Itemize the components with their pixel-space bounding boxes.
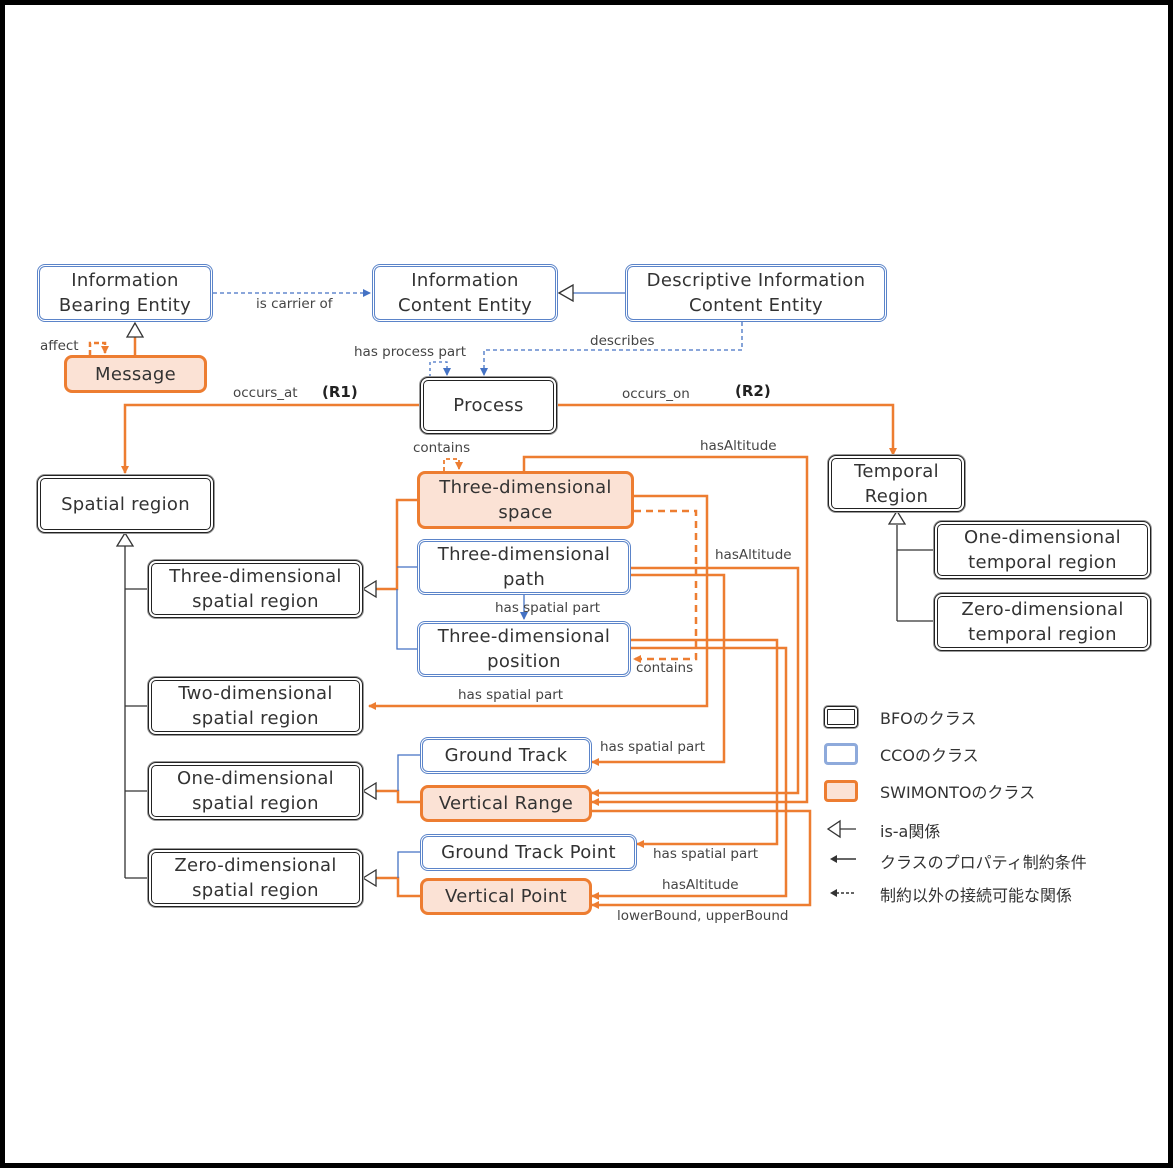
edge-contains-space [443, 458, 463, 471]
label-describes: describes [590, 333, 655, 349]
edge-has-process-part [429, 361, 451, 377]
edge-occurs-at [121, 403, 420, 474]
legend-bfo: BFOのクラス [824, 705, 976, 729]
edge-position-gtp [631, 638, 779, 848]
label-has-spatial-part-ground-track: has spatial part [600, 739, 706, 755]
legend-isa-icon [826, 819, 856, 839]
node-ground-track-point: Ground Track Point [420, 834, 637, 871]
node-information-content-entity: Information Content Entity [372, 264, 558, 322]
node-zero-dim-spatial-region: Zero-dimensional spatial region [148, 849, 363, 907]
legend-other-arrow [830, 889, 837, 897]
node-spatial-region: Spatial region [37, 475, 214, 533]
edge-space-has-altitude [522, 455, 809, 806]
label-has-spatial-part-path: has spatial part [495, 600, 601, 616]
label-has-spatial-part-gtp: has spatial part [653, 846, 759, 862]
node-one-dim-temporal-region: One-dimensional temporal region [934, 521, 1151, 579]
label-lower-upper-bound: lowerBound, upperBound [617, 908, 789, 924]
edge-vr-bounds [590, 809, 812, 909]
legend-cco: CCOのクラス [824, 742, 979, 766]
isa-1d-group [376, 789, 420, 804]
isa-tree-spatial [124, 529, 148, 879]
legend-cco-label: CCOのクラス [880, 746, 979, 765]
node-three-dim-spatial-region: Three-dimensional spatial region [148, 560, 363, 618]
isa-arrow-1d [361, 781, 377, 801]
node-three-dim-path: Three-dimensional path [417, 539, 631, 595]
edge-space-has-spatial-part [368, 494, 709, 710]
node-ground-track: Ground Track [420, 737, 592, 774]
legend-bfo-swatch [824, 706, 858, 728]
legend-other-relation: 制約以外の接続可能な関係 [824, 882, 1072, 906]
isa-0d-group-cco [397, 851, 420, 878]
label-has-process-part: has process part [354, 344, 467, 360]
node-three-dim-position: Three-dimensional position [417, 621, 631, 677]
legend-swimonto: SWIMONTOのクラス [824, 779, 1035, 803]
label-has-altitude-space: hasAltitude [700, 438, 777, 454]
node-zero-dim-temporal-region: Zero-dimensional temporal region [934, 593, 1151, 651]
legend-constraint-arrow [830, 855, 837, 863]
isa-arrow-0d [361, 868, 377, 888]
label-r1: (R1) [322, 383, 358, 401]
edge-describes [480, 322, 743, 376]
label-contains-position: contains [636, 660, 694, 676]
isa-arrow-spatial [115, 531, 135, 547]
node-one-dim-spatial-region: One-dimensional spatial region [148, 762, 363, 820]
isa-arrow-dice-ice [557, 283, 574, 303]
node-process: Process [420, 377, 557, 434]
legend-is-a-label: is-a関係 [880, 822, 941, 841]
legend-swimonto-label: SWIMONTOのクラス [880, 783, 1036, 802]
label-r2: (R2) [735, 382, 771, 400]
label-occurs-at: occurs_at [233, 385, 298, 401]
label-occurs-on: occurs_on [622, 386, 690, 402]
node-two-dim-spatial-region: Two-dimensional spatial region [148, 677, 363, 735]
legend-swimonto-swatch [824, 780, 858, 802]
isa-3d-group [376, 498, 417, 591]
legend-property-constraint: クラスのプロパティ制約条件 [824, 849, 1087, 873]
node-vertical-range: Vertical Range [420, 785, 592, 822]
node-descriptive-information-content-entity: Descriptive Information Content Entity [625, 264, 887, 322]
isa-tree-temporal [896, 525, 934, 622]
edge-affect [88, 341, 109, 355]
node-temporal-region: Temporal Region [828, 455, 965, 512]
edge-path-has-altitude [591, 566, 800, 797]
node-information-bearing-entity: Information Bearing Entity [37, 264, 213, 322]
label-affect: affect [40, 338, 79, 354]
isa-arrow-temporal [887, 509, 907, 525]
legend-other-relation-label: 制約以外の接続可能な関係 [880, 886, 1073, 905]
node-message: Message [64, 355, 207, 393]
label-is-carrier-of: is carrier of [256, 296, 333, 312]
edge-occurs-on [557, 403, 897, 456]
node-vertical-point: Vertical Point [420, 878, 592, 915]
isa-0d-group [376, 876, 420, 898]
node-three-dim-space: Three-dimensional space [417, 471, 634, 529]
legend-cco-swatch [824, 743, 858, 765]
label-has-spatial-part-two-dim: has spatial part [458, 687, 564, 703]
legend-property-constraint-label: クラスのプロパティ制約条件 [880, 853, 1087, 872]
isa-arrow-3d [361, 579, 377, 599]
edge-path-ground-track [591, 573, 726, 766]
edge-space-contains-position [633, 509, 698, 663]
isa-1d-group-cco [397, 754, 420, 791]
isa-3d-group-cco [396, 566, 417, 650]
label-contains-space: contains [413, 440, 471, 456]
edge-position-vp [591, 646, 788, 900]
legend-bfo-label: BFOのクラス [880, 709, 977, 728]
label-has-altitude-vp: hasAltitude [662, 877, 739, 893]
isa-arrow-message-ibe [125, 321, 145, 338]
label-has-altitude-path: hasAltitude [715, 547, 792, 563]
legend-is-a: is-a関係 [824, 818, 940, 842]
